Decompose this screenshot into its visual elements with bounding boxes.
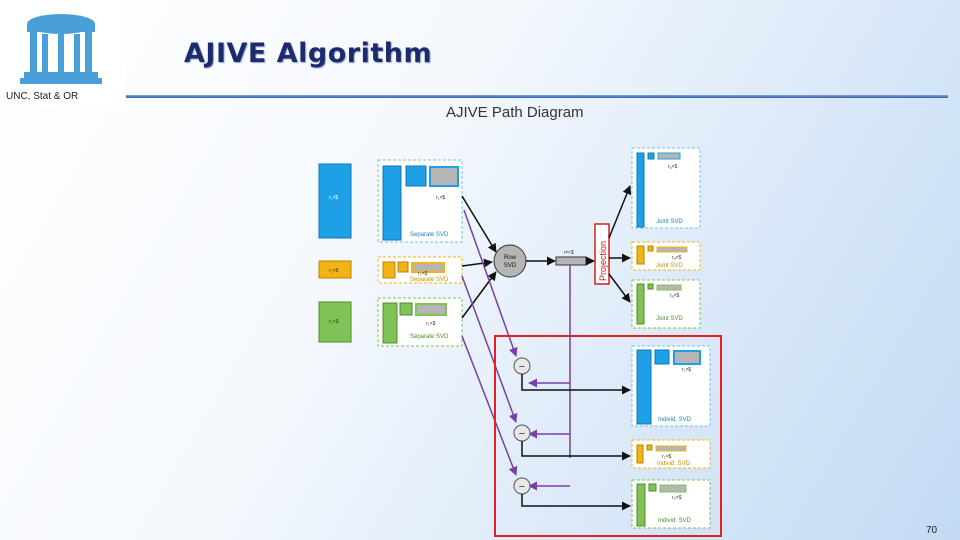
- svd-v-2: [411, 262, 445, 273]
- separate-svd-3: Separate SVD: [410, 334, 449, 340]
- indiv-label-1: r₁×$: [682, 367, 691, 373]
- purple-arrow-2: [461, 275, 518, 423]
- page-number: 70: [926, 525, 938, 536]
- indiv-label-3: r₃×$: [672, 495, 682, 501]
- joint-s-1: [647, 152, 655, 160]
- data-matrix-1: [318, 163, 352, 239]
- joint-s-2: [647, 245, 654, 252]
- indiv-svd-box-2: [631, 439, 711, 469]
- indiv-svd-3: Individ. SVD: [658, 518, 692, 524]
- minus-1: −: [519, 361, 525, 373]
- row-svd-label-2: SVD: [504, 263, 517, 269]
- indiv-v-3: [659, 484, 687, 493]
- unc-old-well-logo-icon: [20, 14, 102, 84]
- arrow-proj-to-joint1: [608, 185, 632, 239]
- joint-v-3: [656, 284, 682, 291]
- svd-s-2: [397, 261, 409, 273]
- joint-svd-1: Joint SVD: [656, 219, 683, 225]
- indiv-u-3: [636, 483, 646, 527]
- arrow-svd3-to-row: [461, 271, 497, 319]
- organization-label: UNC, Stat & OR: [6, 91, 79, 102]
- joint-u-3: [636, 283, 645, 325]
- joint-svd-3: Joint SVD: [656, 316, 683, 322]
- joint-label-1: rₐ×$: [668, 164, 677, 170]
- purple-arrow-1: [463, 209, 518, 357]
- arrow-svd2-to-row: [461, 258, 493, 268]
- indiv-s-3: [648, 483, 657, 492]
- svd-s-1: [405, 165, 427, 187]
- svd-s-3: [399, 302, 413, 316]
- data-matrix-3-label: r₃×$: [329, 319, 339, 325]
- concat-label: rᴬ×$: [564, 250, 574, 256]
- data-matrix-2-label: r₂×$: [329, 268, 339, 274]
- joint-u-1: [636, 152, 645, 228]
- indiv-v-1: [673, 350, 701, 365]
- svd-u-1: [382, 165, 402, 241]
- arrow-proj-to-joint3: [608, 273, 631, 303]
- arrow-minus3-to-indiv3: [521, 494, 631, 511]
- joint-s-3: [647, 283, 654, 290]
- data-matrix-3: [318, 301, 352, 343]
- slide-title: AJIVE Algorithm: [184, 38, 433, 69]
- joint-v-2: [656, 246, 688, 253]
- purple-arrow-3: [461, 335, 518, 476]
- header-divider: [126, 95, 948, 98]
- indiv-s-1: [654, 349, 670, 365]
- svd-label-1: r₁×$: [436, 195, 445, 201]
- indiv-label-2: r₂×$: [662, 454, 672, 460]
- projection-box: [594, 223, 610, 285]
- svd-u-3: [382, 302, 398, 344]
- indiv-u-1: [636, 349, 652, 425]
- joint-v-1: [657, 152, 681, 160]
- logo-area: UNC, Stat & OR: [0, 0, 126, 106]
- data-matrix-1-label: r₁×$: [329, 195, 338, 201]
- arrow-minus2-to-indiv2: [521, 441, 631, 461]
- joint-svd-2: Joint SVD: [656, 263, 683, 269]
- indiv-v-2: [655, 445, 687, 452]
- svd-v-1: [429, 166, 459, 187]
- joint-label-3: rₐ×$: [670, 293, 679, 299]
- minus-3: −: [519, 481, 525, 493]
- indiv-svd-2: Individ. SVD: [657, 461, 691, 467]
- svd-v-3: [415, 303, 447, 316]
- svd-label-2: r₂×$: [418, 271, 428, 277]
- separate-svd-1: Separate SVD: [410, 232, 449, 238]
- data-matrix-2: [318, 260, 352, 279]
- diagram-title: AJIVE Path Diagram: [446, 104, 584, 121]
- ajive-path-diagram: AJIVE Path Diagram r₁×$ r₁×$ Separate SV…: [318, 104, 722, 537]
- minus-2: −: [519, 428, 525, 440]
- row-svd-label-1: Row: [504, 255, 517, 261]
- joint-u-2: [636, 245, 645, 265]
- indiv-u-2: [636, 444, 644, 464]
- row-svd-node: [493, 244, 527, 278]
- indiv-svd-1: Individ. SVD: [658, 417, 692, 423]
- arrow-svd1-to-row: [461, 195, 497, 253]
- svd-label-3: r₃×$: [426, 321, 436, 327]
- projection-label: Projection: [598, 241, 608, 281]
- concat-v-matrix: [555, 256, 587, 266]
- separate-svd-2: Separate SVD: [410, 277, 449, 283]
- svd-u-2: [382, 261, 396, 279]
- indiv-s-2: [646, 444, 653, 451]
- arrow-minus1-to-indiv1: [521, 374, 631, 395]
- individual-highlight-box: [494, 335, 722, 537]
- joint-label-2: rₐ×$: [672, 255, 681, 261]
